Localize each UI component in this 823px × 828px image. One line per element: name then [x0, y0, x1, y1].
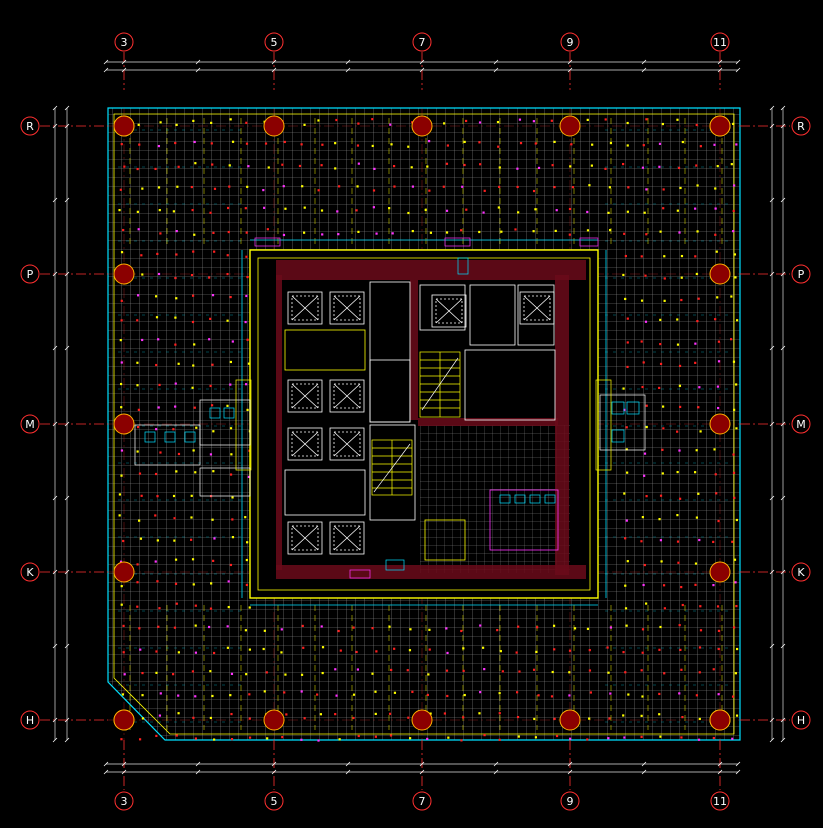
column-icon — [113, 115, 731, 731]
axis-bubble-right-M: M — [791, 414, 811, 434]
slab-edge — [113, 113, 735, 735]
elevator-icon — [287, 291, 555, 555]
axis-bubble-right-P: P — [791, 264, 811, 284]
axis-bubble-right-R: R — [791, 116, 811, 136]
axis-bubble-left-K: K — [20, 562, 40, 582]
axis-bubble-bottom-7: 7 — [412, 791, 432, 811]
svg-text:11: 11 — [713, 795, 727, 808]
axis-bubble-top-5: 5 — [264, 32, 284, 52]
axis-bubble-top-3: 3 — [114, 32, 134, 52]
svg-text:M: M — [25, 418, 35, 431]
axis-bubble-top-9: 9 — [560, 32, 580, 52]
axis-bubble-bottom-5: 5 — [264, 791, 284, 811]
axis-bubble-bottom-11: 11 — [710, 791, 730, 811]
svg-text:H: H — [26, 714, 34, 727]
svg-text:M: M — [796, 418, 806, 431]
axis-bubble-left-H: H — [20, 710, 40, 730]
axis-bubble-right-H: H — [791, 710, 811, 730]
svg-text:11: 11 — [713, 36, 727, 49]
svg-text:3: 3 — [121, 795, 128, 808]
axis-bubble-left-M: M — [20, 414, 40, 434]
axis-bubble-bottom-3: 3 — [114, 791, 134, 811]
svg-text:K: K — [797, 566, 805, 579]
svg-text:H: H — [797, 714, 805, 727]
svg-text:7: 7 — [419, 36, 426, 49]
svg-text:P: P — [798, 268, 805, 281]
ceiling-fixtures — [118, 118, 739, 742]
axis-bubble-right-K: K — [791, 562, 811, 582]
svg-text:5: 5 — [271, 36, 278, 49]
stair-icon — [371, 351, 461, 496]
svg-text:7: 7 — [419, 795, 426, 808]
axis-bubble-bottom-9: 9 — [560, 791, 580, 811]
svg-text:R: R — [797, 120, 805, 133]
svg-text:9: 9 — [567, 795, 574, 808]
svg-text:K: K — [26, 566, 34, 579]
svg-text:P: P — [27, 268, 34, 281]
svg-text:9: 9 — [567, 36, 574, 49]
axis-bubble-left-P: P — [20, 264, 40, 284]
toilet-icon — [134, 237, 646, 579]
building-core — [249, 249, 599, 599]
svg-text:R: R — [26, 120, 34, 133]
axis-bubble-left-R: R — [20, 116, 40, 136]
svg-text:3: 3 — [121, 36, 128, 49]
axis-bubble-top-7: 7 — [412, 32, 432, 52]
axis-bubble-top-11: 11 — [710, 32, 730, 52]
svg-text:5: 5 — [271, 795, 278, 808]
dimension-ticks — [52, 59, 786, 775]
